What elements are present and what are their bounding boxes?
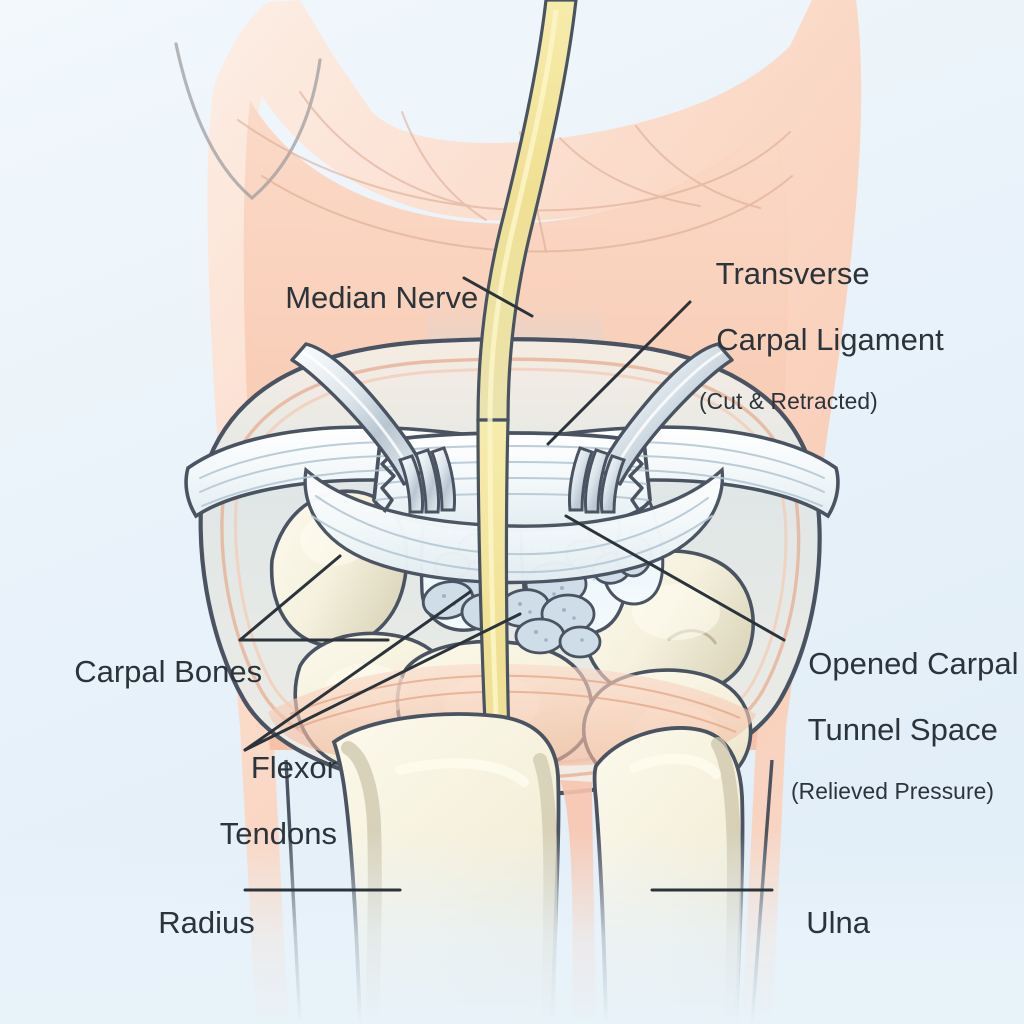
leader-carpal-bones-branch-1: [238, 554, 342, 642]
tunnel-outer-wall: [198, 337, 822, 798]
label-opened-sub: (Relieved Pressure): [791, 778, 995, 805]
ulna-highlight: [629, 753, 721, 779]
median-nerve: [476, 0, 578, 942]
label-transverse-carpal-ligament: Transverse Carpal Ligament (Cut & Retrac…: [699, 225, 944, 446]
tcl-lower-drape: [303, 466, 725, 585]
retractor-left-prongs: [397, 446, 456, 514]
thumb-web-crease: [174, 42, 322, 201]
label-tcl-line2: Carpal Ligament: [716, 321, 944, 357]
leader-lines: [238, 276, 786, 892]
label-radius: Radius: [141, 874, 255, 940]
surgical-retractor-right: [568, 342, 734, 514]
label-opened-carpal-tunnel: Opened Carpal Tunnel Space (Relieved Pre…: [791, 615, 1018, 836]
leader-median-nerve: [462, 276, 534, 318]
radius-highlight: [395, 758, 529, 787]
label-flexor-tendons: Flexor Tendons: [127, 719, 337, 850]
label-flexor-line2: Tendons: [219, 815, 337, 851]
label-ulna-text: Ulna: [806, 904, 870, 940]
label-carpal-bones: Carpal Bones: [57, 623, 262, 689]
label-radius-text: Radius: [158, 904, 255, 940]
leader-tcl: [546, 300, 692, 446]
label-opened-line1: Opened Carpal: [808, 645, 1019, 681]
leader-flexor-tendons-branch-1: [243, 590, 472, 752]
label-tcl-line1: Transverse: [715, 255, 870, 291]
leader-opened-tunnel: [564, 514, 786, 642]
label-median-nerve: Median Nerve: [268, 249, 478, 315]
leader-flexor-tendons-branch-2: [243, 612, 522, 752]
label-flexor-line1: Flexor: [250, 749, 337, 785]
label-carpal-bones-text: Carpal Bones: [74, 653, 263, 689]
label-opened-line2: Tunnel Space: [807, 711, 998, 747]
retractor-right-prongs: [568, 446, 627, 514]
label-median-nerve-text: Median Nerve: [285, 279, 479, 315]
bottom-fade: [0, 830, 1024, 1024]
label-tcl-sub: (Cut & Retracted): [699, 388, 878, 415]
surgical-retractor-left: [290, 342, 456, 514]
label-ulna: Ulna: [789, 874, 870, 940]
